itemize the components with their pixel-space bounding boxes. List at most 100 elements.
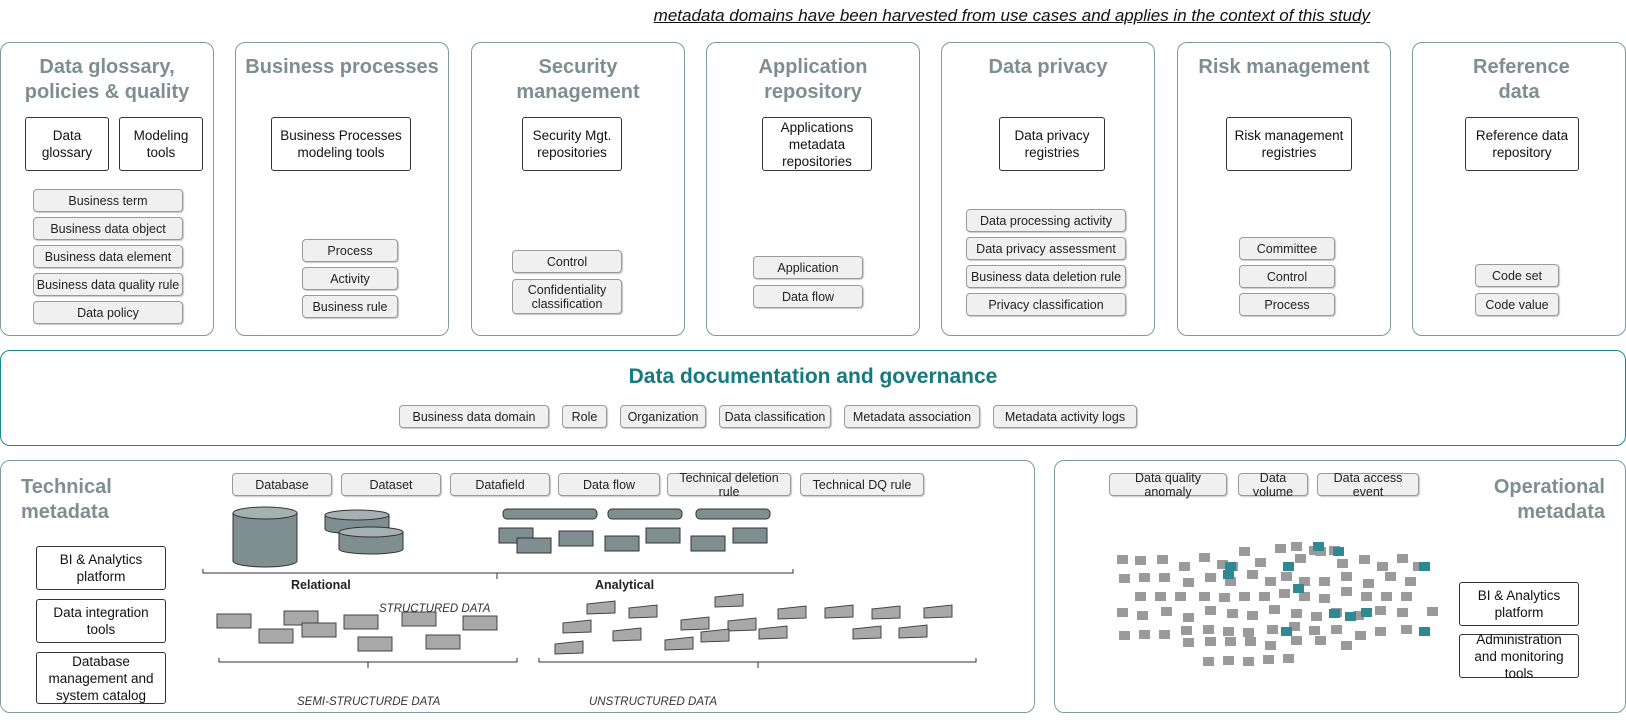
gray-square [1179, 562, 1190, 571]
gray-square [1283, 654, 1294, 663]
gray-square [1405, 577, 1416, 586]
gray-square [1401, 625, 1412, 634]
gray-square [1375, 606, 1386, 615]
technical-graphics [202, 506, 977, 668]
gray-square [1295, 554, 1306, 563]
governance-item: Organization [620, 405, 706, 428]
teal-square [1333, 547, 1344, 556]
relational-cylinders [232, 506, 404, 568]
gray-square [1205, 606, 1216, 615]
gray-square [1157, 555, 1168, 564]
tool-box: Data privacy registries [999, 117, 1105, 171]
tool-box: BI & Analytics platform [36, 546, 166, 590]
metadata-item: Process [302, 239, 398, 262]
operational-panel: Operational metadata Data quality anomal… [1054, 460, 1626, 713]
governance-item: Business data domain [399, 405, 549, 428]
gray-square [1319, 594, 1330, 603]
tool-box: BI & Analytics platform [1459, 582, 1579, 626]
gray-square [1203, 657, 1214, 666]
technical-title: Technical metadata [21, 476, 112, 523]
gray-square [1225, 637, 1236, 646]
gray-square [1259, 592, 1270, 601]
gray-square [1137, 611, 1148, 620]
analytical-shapes [498, 508, 771, 554]
gray-square [1279, 589, 1290, 598]
gray-square [1353, 611, 1364, 620]
metadata-item: Data privacy assessment [966, 237, 1126, 260]
gray-square [1161, 607, 1172, 616]
tool-box: Modeling tools [119, 117, 203, 171]
gray-square [1269, 605, 1280, 614]
teal-square [1225, 562, 1236, 571]
gray-square [1315, 547, 1326, 556]
tool-box: Risk management registries [1226, 117, 1352, 171]
domain-title: Data glossary, policies & quality [24, 56, 190, 103]
gray-square [1291, 542, 1302, 551]
metadata-item: Business data deletion rule [966, 265, 1126, 288]
tool-box: Business Processes modeling tools [271, 117, 411, 171]
metadata-item: Business data element [33, 245, 183, 268]
metadata-item: Data policy [33, 301, 183, 324]
metadata-item: Data processing activity [966, 209, 1126, 232]
gray-square [1291, 609, 1302, 618]
gray-square [1247, 611, 1258, 620]
relational-label: Relational [291, 578, 351, 592]
domain-panel-data-privacy: Data privacy Data privacy registries Dat… [941, 42, 1155, 336]
gray-square [1361, 592, 1372, 601]
gray-square [1359, 555, 1370, 564]
teal-square [1329, 609, 1340, 618]
metadata-item: Business data quality rule [33, 273, 183, 296]
gray-square [1397, 554, 1408, 563]
governance-item: Role [562, 405, 607, 428]
gray-square [1199, 553, 1210, 562]
gray-square [1205, 573, 1216, 582]
unstructured-shapes [554, 593, 953, 655]
gray-square [1385, 572, 1396, 581]
gray-square [1227, 609, 1238, 618]
structured-data-label: STRUCTURED DATA [379, 603, 491, 615]
header-note: metadata domains have been harvested fro… [653, 6, 1370, 25]
gray-square [1341, 587, 1352, 596]
gray-square [1337, 559, 1348, 568]
metadata-item: Control [1239, 265, 1335, 288]
tool-box: Data integration tools [36, 599, 166, 643]
tool-box: Database management and system catalog [36, 652, 166, 704]
gray-square [1219, 593, 1230, 602]
gray-square [1319, 577, 1330, 586]
gray-square [1427, 607, 1438, 616]
teal-square [1361, 608, 1372, 617]
unstructured-label: UNSTRUCTURED DATA [589, 696, 717, 708]
gray-square [1245, 637, 1256, 646]
semi-structured-label: SEMI-STRUCTURDE DATA [297, 696, 441, 708]
domain-title: Security management [516, 56, 640, 103]
gray-square [1381, 592, 1392, 601]
gray-square [1175, 592, 1186, 601]
teal-square [1223, 570, 1234, 579]
technical-item: Datafield [450, 473, 550, 496]
governance-panel: Data documentation and governance Busine… [0, 350, 1626, 446]
gray-square [1355, 631, 1366, 640]
technical-panel: Technical metadata Database Dataset Data… [0, 460, 1035, 713]
gray-square [1265, 577, 1276, 586]
gray-square [1247, 570, 1258, 579]
teal-square [1283, 562, 1294, 571]
gray-square [1135, 592, 1146, 601]
gray-square [1239, 592, 1250, 601]
gray-square [1299, 592, 1310, 601]
technical-item: Database [232, 473, 332, 496]
gray-square [1139, 630, 1150, 639]
metadata-item: Activity [302, 267, 398, 290]
technical-item: Technical DQ rule [800, 473, 924, 496]
analytical-label: Analytical [595, 578, 655, 592]
gray-square [1413, 562, 1424, 571]
gray-square [1223, 656, 1234, 665]
gray-square [1331, 625, 1342, 634]
gray-square [1289, 622, 1300, 631]
governance-item: Metadata activity logs [993, 405, 1137, 428]
teal-square [1281, 627, 1292, 636]
gray-square [1397, 608, 1408, 617]
domain-title: Risk management [1198, 56, 1370, 78]
metadata-item: Application [753, 256, 863, 279]
gray-square [1263, 655, 1274, 664]
operational-title: Operational metadata [1493, 476, 1605, 523]
